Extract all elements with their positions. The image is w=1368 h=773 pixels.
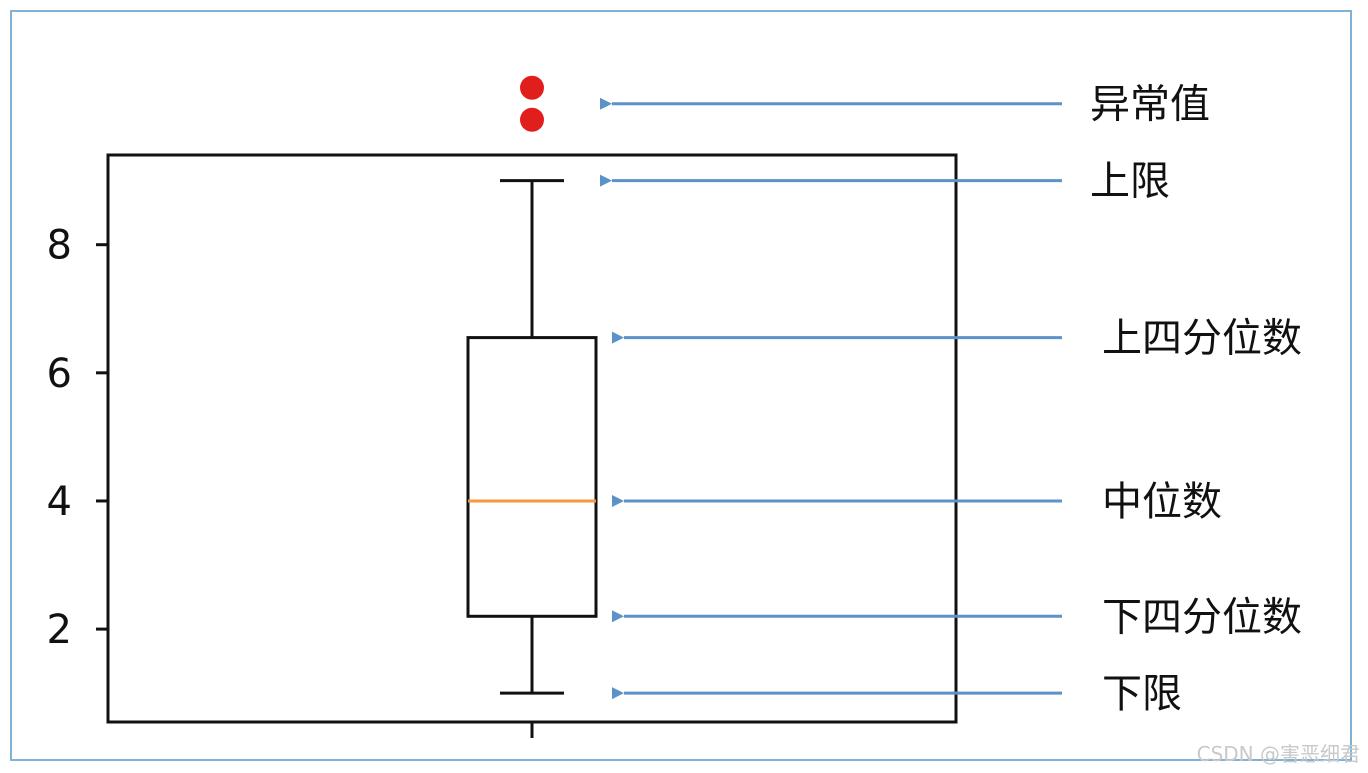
outlier-point-2 [520, 107, 544, 132]
watermark: CSDN @害恶细君 [1196, 742, 1360, 766]
image-frame [10, 10, 1352, 761]
annotation-label-4: 中位数 [1102, 479, 1222, 525]
y-tick-label-8: 8 [47, 223, 72, 269]
annotation-label-1: 异常值 [1090, 82, 1210, 128]
annotation-label-5: 下四分位数 [1102, 594, 1302, 640]
y-tick-label-6: 6 [47, 351, 72, 397]
y-tick-label-4: 4 [47, 479, 72, 525]
iqr-box [466, 336, 598, 618]
outlier-point-1 [520, 75, 544, 100]
y-tick-label-2: 2 [47, 607, 72, 653]
annotation-label-2: 上限 [1090, 159, 1170, 205]
annotation-label-3: 上四分位数 [1102, 316, 1302, 362]
annotation-label-6: 下限 [1102, 671, 1182, 717]
